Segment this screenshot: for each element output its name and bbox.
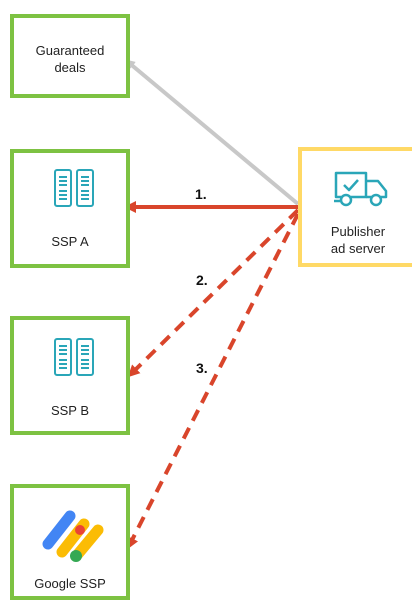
step-number-2: 2.	[196, 272, 208, 288]
ssp-a-label: SSP A	[51, 234, 89, 249]
server-rack-icon	[54, 338, 94, 376]
publisher-ad-server-label: Publisher ad server	[330, 224, 386, 256]
ssp-b-label: SSP B	[50, 403, 90, 418]
step-number-3: 3.	[196, 360, 208, 376]
guaranteed-deals-label: Guaranteed deals	[35, 43, 105, 75]
step-number-1: 1.	[195, 186, 207, 202]
google-ssp-label: Google SSP	[34, 576, 106, 591]
google-ssp-node: Google SSP	[10, 484, 130, 600]
delivery-truck-icon	[334, 171, 388, 207]
publisher-ad-server-node: Publisher ad server	[298, 147, 412, 267]
server-rack-icon	[54, 169, 94, 207]
arrow-guaranteed	[124, 59, 300, 206]
ssp-a-node: SSP A	[10, 149, 130, 268]
google-ad-manager-icon	[42, 510, 104, 562]
arrow-step-3	[127, 213, 300, 550]
guaranteed-deals-node: Guaranteed deals	[10, 14, 130, 98]
ssp-b-node: SSP B	[10, 316, 130, 435]
arrow-step-2	[127, 208, 300, 378]
